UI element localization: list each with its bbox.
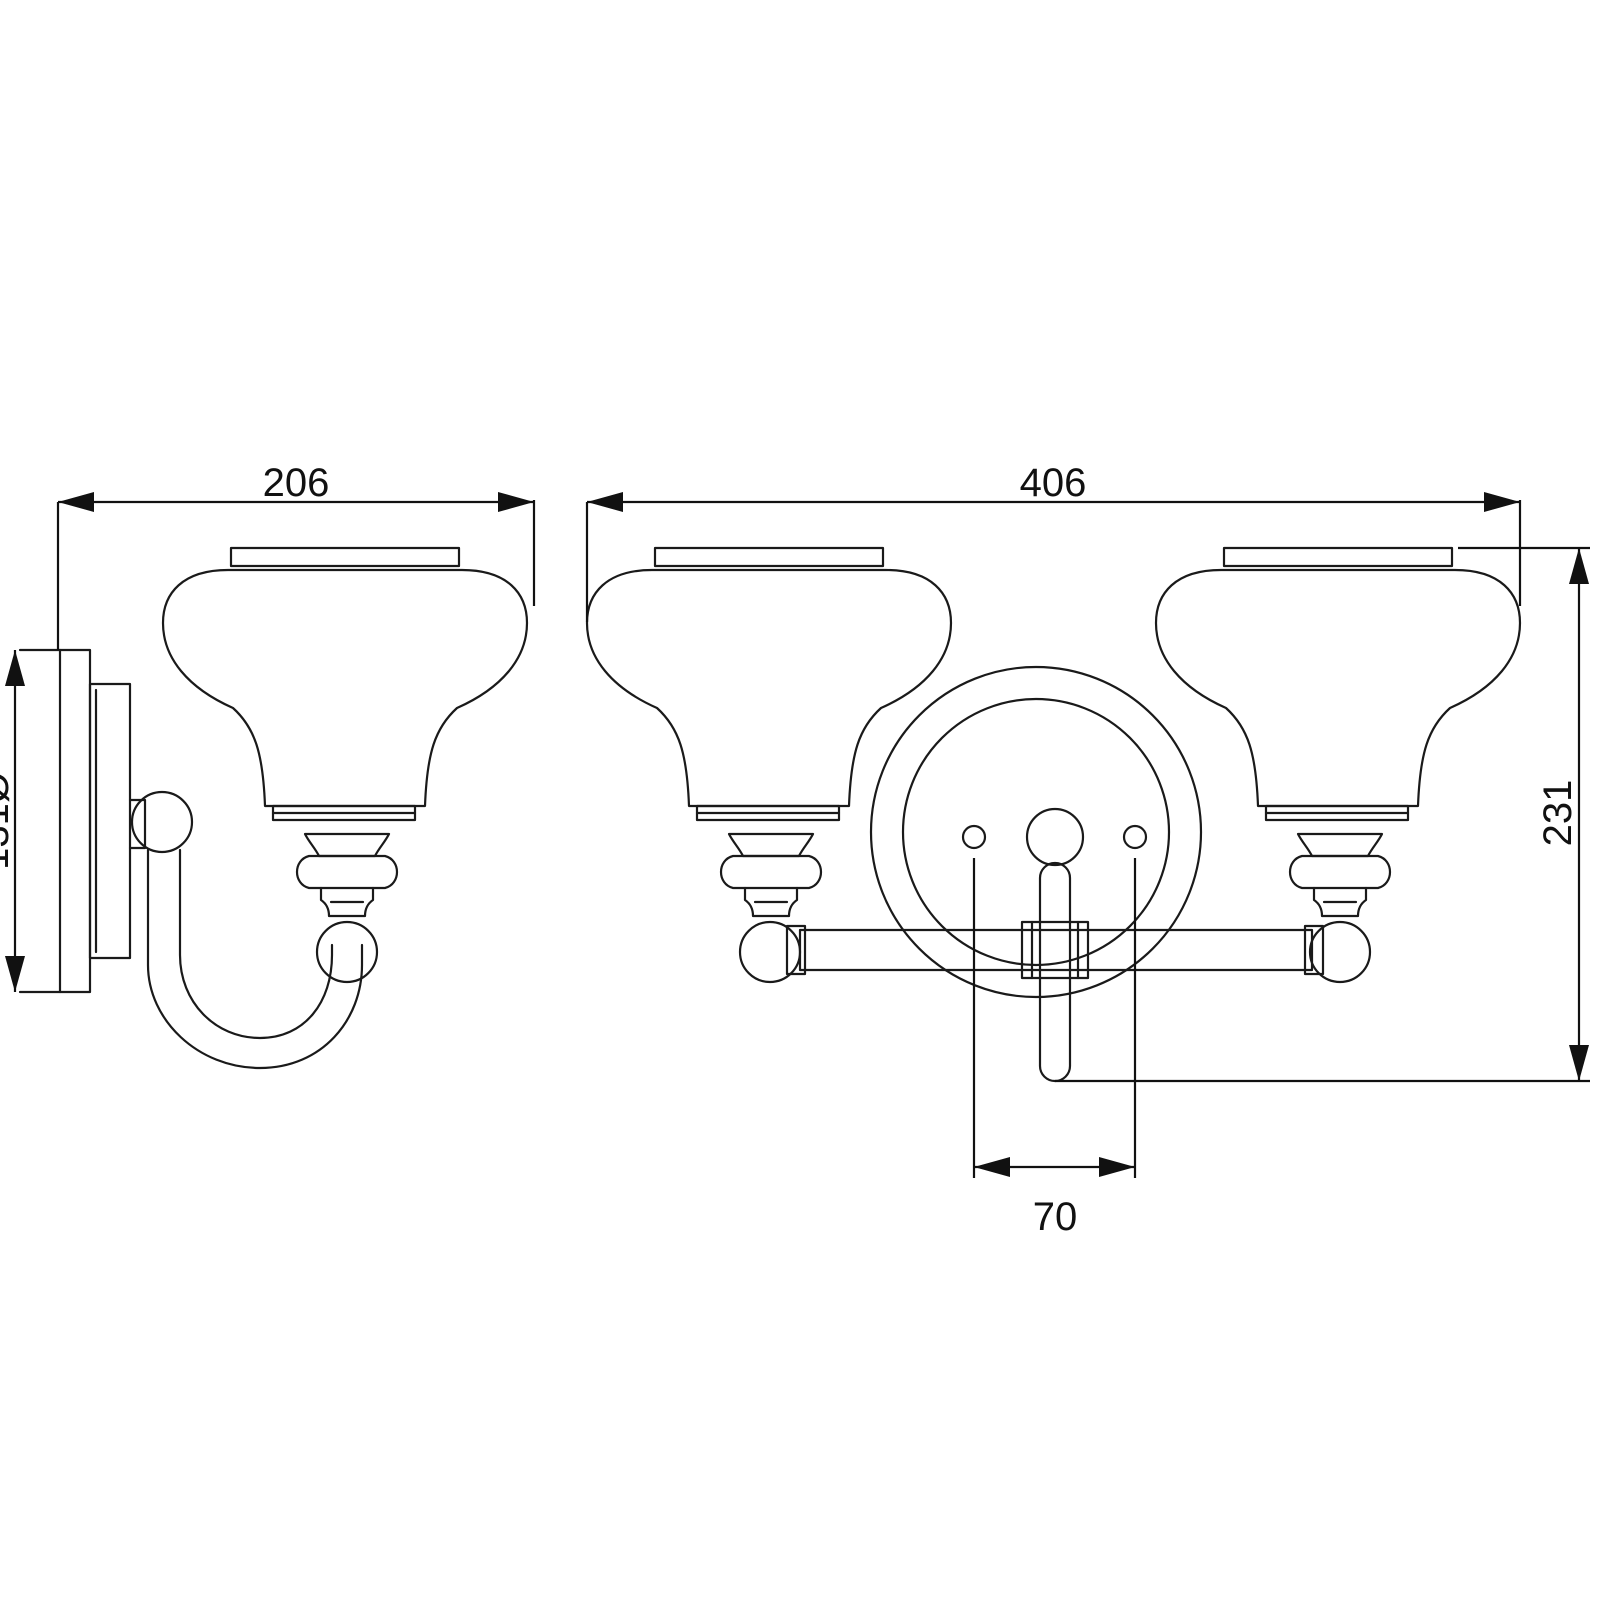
dimension-label-131: 131Ø bbox=[0, 772, 17, 870]
front-left-glass-shade bbox=[585, 546, 953, 822]
dimension-131-diameter: 131Ø bbox=[0, 650, 25, 992]
dimension-label-70: 70 bbox=[1033, 1195, 1078, 1239]
front-view bbox=[585, 546, 1522, 1083]
dimension-406: 406 bbox=[585, 461, 1522, 622]
front-left-gallery-fitter bbox=[719, 832, 823, 918]
side-wall-plate bbox=[18, 648, 132, 994]
front-back-plate bbox=[869, 665, 1203, 999]
dimension-231: 231 bbox=[1055, 546, 1590, 1083]
front-right-glass-shade bbox=[1154, 546, 1522, 822]
dimension-70: 70 bbox=[972, 858, 1137, 1239]
side-glass-shade bbox=[161, 546, 529, 822]
dimension-label-406: 406 bbox=[1020, 461, 1087, 505]
side-view bbox=[18, 546, 529, 1070]
dimension-label-206: 206 bbox=[263, 461, 330, 505]
dimension-206: 206 bbox=[56, 461, 536, 650]
side-gallery-fitter bbox=[295, 832, 399, 918]
front-right-gallery-fitter bbox=[1288, 832, 1392, 918]
front-arm-bar bbox=[738, 861, 1372, 1083]
side-arm bbox=[128, 790, 379, 1070]
dimension-label-231: 231 bbox=[1536, 780, 1580, 847]
